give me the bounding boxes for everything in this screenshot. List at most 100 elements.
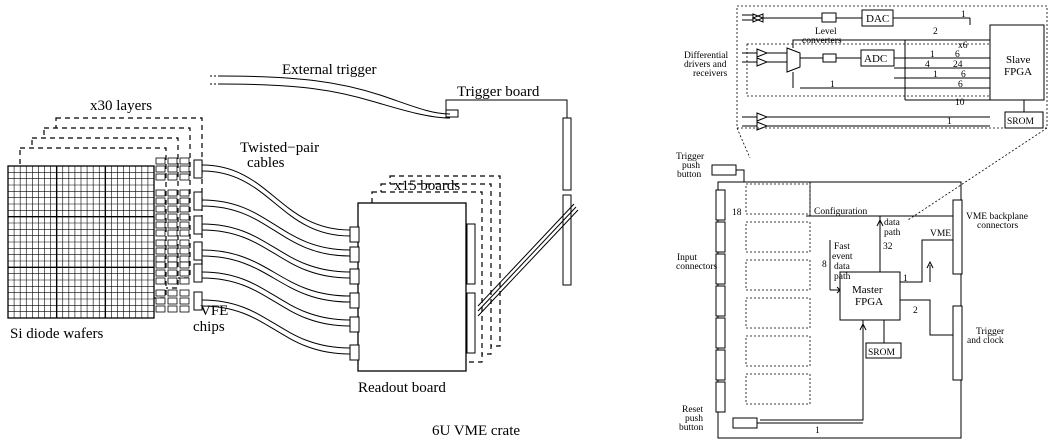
- internal-paths: [760, 182, 953, 421]
- si-diode-wafers: [7, 165, 155, 319]
- vme-label: VME: [930, 229, 951, 239]
- vfe-chip: [155, 213, 203, 237]
- cable-wire: [201, 205, 351, 257]
- label-twisted-pair-2: cables: [247, 155, 285, 171]
- differential-drivers: [751, 13, 769, 131]
- bus-18: 18: [732, 208, 742, 218]
- bus-4: 4: [925, 60, 930, 70]
- input-connector: [715, 317, 726, 349]
- bus-8: 8: [822, 260, 827, 270]
- input-label-1: Input: [677, 253, 697, 263]
- vfe-chip: [155, 239, 203, 263]
- reset-label-1: Reset: [682, 405, 703, 415]
- cable-wire: [201, 170, 351, 237]
- trigger-push-button[interactable]: [711, 164, 737, 176]
- cable-wire: [201, 305, 351, 355]
- input-connectors: [715, 189, 726, 413]
- master-label-2: FPGA: [855, 296, 883, 308]
- signal-lines-top: [742, 14, 990, 127]
- vme-bp-label-1: VME backplane: [966, 212, 1028, 222]
- chip-slot: [745, 297, 811, 329]
- readout-board-stack: [357, 175, 501, 372]
- fast-label-4: path: [834, 272, 851, 282]
- bus-1b: 1: [930, 50, 935, 60]
- diff-label-3: receivers: [693, 69, 728, 79]
- diff-label-2: drivers and: [684, 60, 727, 70]
- bus-1d: 1: [830, 80, 835, 90]
- chip-slot: [745, 221, 811, 253]
- left-system-diagram: External trigger Trigger board x30 layer…: [7, 62, 579, 439]
- level-converter-2: [822, 53, 837, 63]
- adc-block: [860, 49, 895, 67]
- bus-6a: 6: [955, 50, 960, 60]
- vfe-chip: [155, 189, 203, 213]
- label-external-trigger: External trigger: [282, 62, 377, 78]
- input-connector: [715, 221, 726, 253]
- bus-1f: 1: [903, 274, 908, 284]
- vfe-chip: [155, 157, 203, 181]
- chip-slots: [745, 183, 811, 405]
- reset-push-button[interactable]: [732, 417, 758, 429]
- label-boards: x15 boards: [394, 178, 460, 194]
- bus-6c: 6: [958, 80, 963, 90]
- bus-1a: 1: [961, 10, 966, 20]
- board-connector: [349, 268, 360, 285]
- label-vme-crate: 6U VME crate: [432, 423, 520, 439]
- chip-slot: [745, 335, 811, 367]
- config-label-3: path: [884, 228, 901, 238]
- bus-1g: 1: [815, 426, 820, 436]
- label-twisted-pair-1: Twisted−pair: [240, 140, 319, 156]
- input-connector: [715, 381, 726, 413]
- slave-label-1: Slave: [1006, 54, 1031, 66]
- fast-label-2: event: [832, 252, 853, 262]
- cable-wire: [201, 199, 351, 251]
- trig-clk-label-1: Trigger: [976, 327, 1005, 337]
- trigger-cable: [477, 203, 579, 317]
- input-connector: [715, 189, 726, 221]
- master-label-1: Master: [852, 284, 883, 296]
- vme-backplane-connector: [952, 199, 963, 275]
- cable-wire: [201, 229, 351, 279]
- cable-wire: [201, 271, 351, 321]
- chip-slot: [745, 183, 811, 215]
- board-connector: [349, 292, 360, 309]
- vme-bp-label-2: connectors: [977, 221, 1018, 231]
- external-trigger-cable: [210, 75, 451, 119]
- vme-connector-upper: [466, 223, 476, 285]
- label-vfe-1: VFE: [200, 303, 228, 319]
- twisted-pair-cables: [201, 164, 351, 355]
- input-connector: [715, 349, 726, 381]
- srom-bottom-label: SROM: [868, 348, 895, 358]
- bus-32: 32: [883, 242, 893, 252]
- trigger-push-1: Trigger: [676, 152, 705, 162]
- fast-label-3: data: [834, 262, 851, 272]
- cable-wire: [201, 223, 351, 273]
- reset-label-3: button: [679, 423, 704, 433]
- srom-top-label: SROM: [1007, 117, 1034, 127]
- board-connector: [349, 226, 360, 243]
- board-connector: [349, 316, 360, 333]
- bus-1c: 1: [933, 70, 938, 80]
- readout-connectors: [349, 226, 360, 361]
- chip-slot: [745, 259, 811, 291]
- level-label-2: converters: [802, 36, 842, 46]
- slave-fpga-block: [989, 24, 1045, 101]
- bus-10: 10: [955, 98, 965, 108]
- cable-wire: [201, 277, 351, 327]
- diff-label-1: Differential: [684, 50, 728, 61]
- x6-label: x6: [958, 41, 968, 51]
- vfe-chips: [155, 157, 203, 313]
- bus-6b: 6: [961, 70, 966, 80]
- master-fpga-block: [839, 271, 901, 321]
- label-layers: x30 layers: [90, 98, 152, 114]
- vme-connector-lower: [466, 292, 476, 354]
- input-connector: [715, 285, 726, 317]
- dac-label: DAC: [866, 13, 889, 25]
- board-connector: [349, 344, 360, 361]
- label-si-wafers: Si diode wafers: [10, 326, 103, 342]
- right-block-diagram: DAC ADC Level converters Differential dr…: [676, 5, 1048, 439]
- input-connector: [715, 253, 726, 285]
- adc-label: ADC: [864, 53, 887, 65]
- dac-block: [861, 9, 894, 27]
